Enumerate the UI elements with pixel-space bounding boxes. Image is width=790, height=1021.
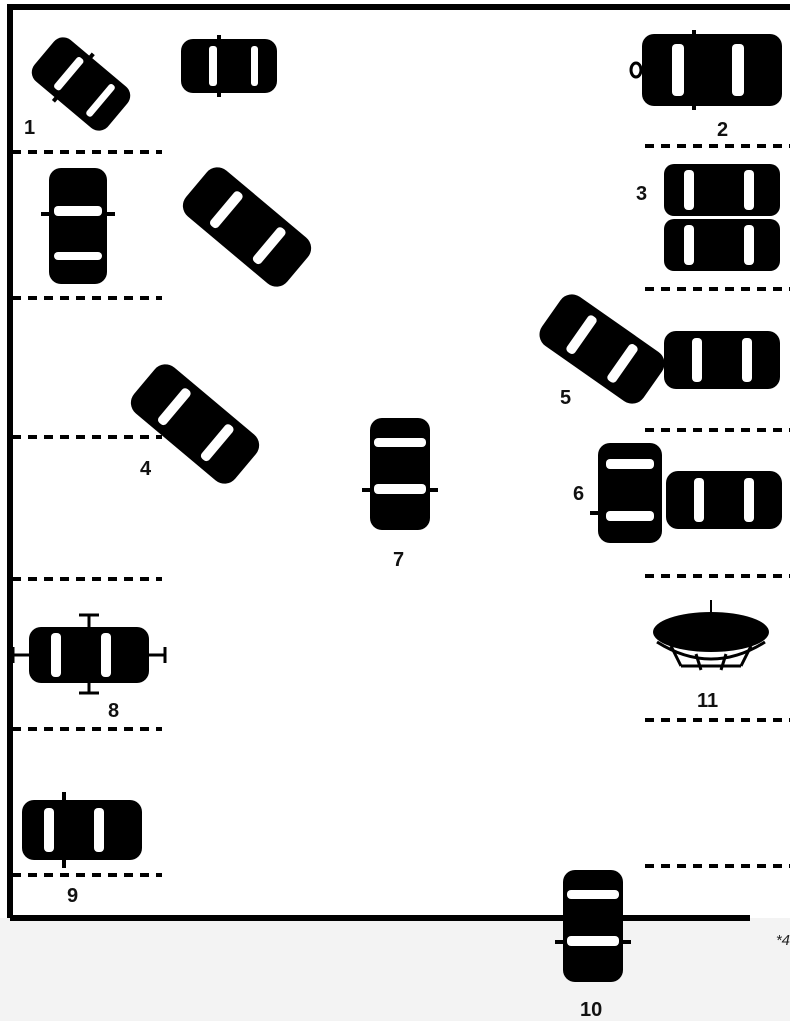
vehicle-2	[631, 30, 782, 110]
car-unlabeled-top	[181, 35, 277, 97]
vehicle-6-label: 6	[573, 483, 584, 505]
car-unlabeled-right-1	[664, 331, 780, 389]
vehicle-7-label: 7	[393, 549, 404, 571]
vehicle-5-label: 5	[560, 387, 571, 409]
vehicle-9	[22, 792, 142, 868]
vehicle-4-label: 4	[140, 458, 152, 480]
car-unlabeled-left	[41, 168, 115, 284]
vehicle-10-label: 10	[580, 999, 602, 1021]
vehicle-1-label: 1	[24, 117, 35, 139]
footnote-marker: *4	[776, 932, 790, 949]
vehicle-2-label: 2	[717, 119, 728, 141]
vehicle-10	[555, 870, 631, 982]
vehicle-11-label: 11	[697, 690, 718, 712]
car-unlabeled-right-2	[666, 471, 782, 529]
vehicle-7	[362, 418, 438, 530]
vehicle-6	[590, 443, 662, 543]
vehicle-9-label: 9	[67, 885, 78, 907]
vehicle-8-label: 8	[108, 700, 119, 722]
vehicle-3-label: 3	[636, 183, 647, 205]
